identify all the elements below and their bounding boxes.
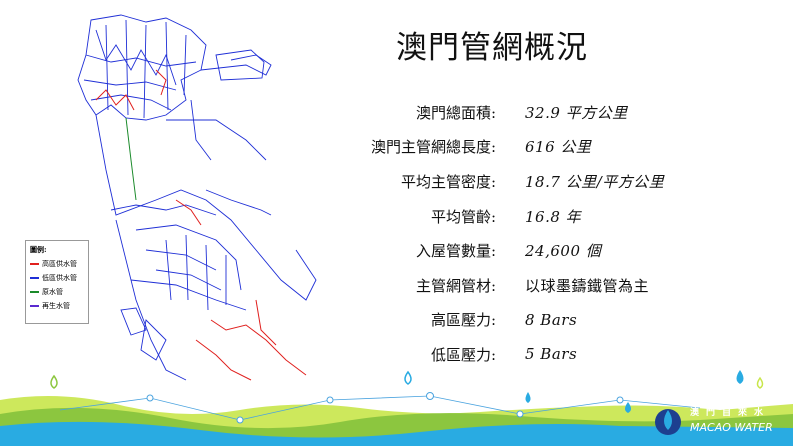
stat-label: 主管網管材: xyxy=(415,276,496,295)
stat-value: 616 公里 xyxy=(525,138,592,157)
stat-value: 16.8 年 xyxy=(525,207,582,226)
logo-chinese-text: 澳門自來水 xyxy=(690,408,771,418)
stat-row: 高區壓力: 8 Bars xyxy=(300,303,770,338)
stat-label: 高區壓力: xyxy=(430,311,496,330)
legend-item-low-zone: 低區供水管 xyxy=(30,271,84,285)
stat-label: 澳門主管網總長度: xyxy=(370,138,496,157)
stat-row: 澳門主管網總長度: 616 公里 xyxy=(300,130,770,165)
stat-value: 5 Bars xyxy=(525,345,578,364)
stat-label: 平均管齡: xyxy=(430,207,496,226)
stat-row: 澳門總面積: 32.9 平方公里 xyxy=(300,95,770,130)
legend-item-raw-water: 原水管 xyxy=(30,285,84,299)
stat-row: 低區壓力: 5 Bars xyxy=(300,337,770,372)
legend-label: 高區供水管 xyxy=(42,260,77,268)
stat-row: 入屋管數量: 24,600 個 xyxy=(300,233,770,268)
legend-swatch-purple xyxy=(30,305,39,307)
legend-label: 低區供水管 xyxy=(42,274,77,282)
stat-label: 低區壓力: xyxy=(430,345,496,364)
stat-label: 入屋管數量: xyxy=(415,242,496,261)
pipe-network-map xyxy=(77,14,317,381)
map-legend: 圖例: 高區供水管 低區供水管 原水管 再生水管 xyxy=(25,240,89,324)
stat-value: 以球墨鑄鐵管為主 xyxy=(525,276,650,295)
stat-value: 8 Bars xyxy=(525,310,578,329)
slide-title: 澳門管網概況 xyxy=(396,30,588,66)
legend-item-high-zone: 高區供水管 xyxy=(30,257,84,271)
bottom-wave-decoration xyxy=(0,370,793,446)
legend-swatch-red xyxy=(30,263,39,265)
stat-row: 主管網管材: 以球墨鑄鐵管為主 xyxy=(300,268,770,303)
legend-label: 再生水管 xyxy=(42,302,70,310)
stats-list: 澳門總面積: 32.9 平方公里 澳門主管網總長度: 616 公里 平均主管密度… xyxy=(300,95,770,372)
logo-english-text: MACAO WATER xyxy=(690,421,773,434)
legend-label: 原水管 xyxy=(42,288,63,296)
macao-water-logo xyxy=(655,409,681,435)
legend-swatch-blue xyxy=(30,277,39,279)
legend-swatch-green xyxy=(30,291,39,293)
stat-value: 18.7 公里/平方公里 xyxy=(525,172,665,191)
stat-row: 平均主管密度: 18.7 公里/平方公里 xyxy=(300,164,770,199)
stat-label: 平均主管密度: xyxy=(400,172,496,191)
stat-row: 平均管齡: 16.8 年 xyxy=(300,199,770,234)
legend-title: 圖例: xyxy=(30,245,47,254)
legend-item-reclaimed: 再生水管 xyxy=(30,299,84,313)
stat-value: 24,600 個 xyxy=(525,242,602,261)
stat-value: 32.9 平方公里 xyxy=(525,103,628,122)
stat-label: 澳門總面積: xyxy=(415,103,496,122)
